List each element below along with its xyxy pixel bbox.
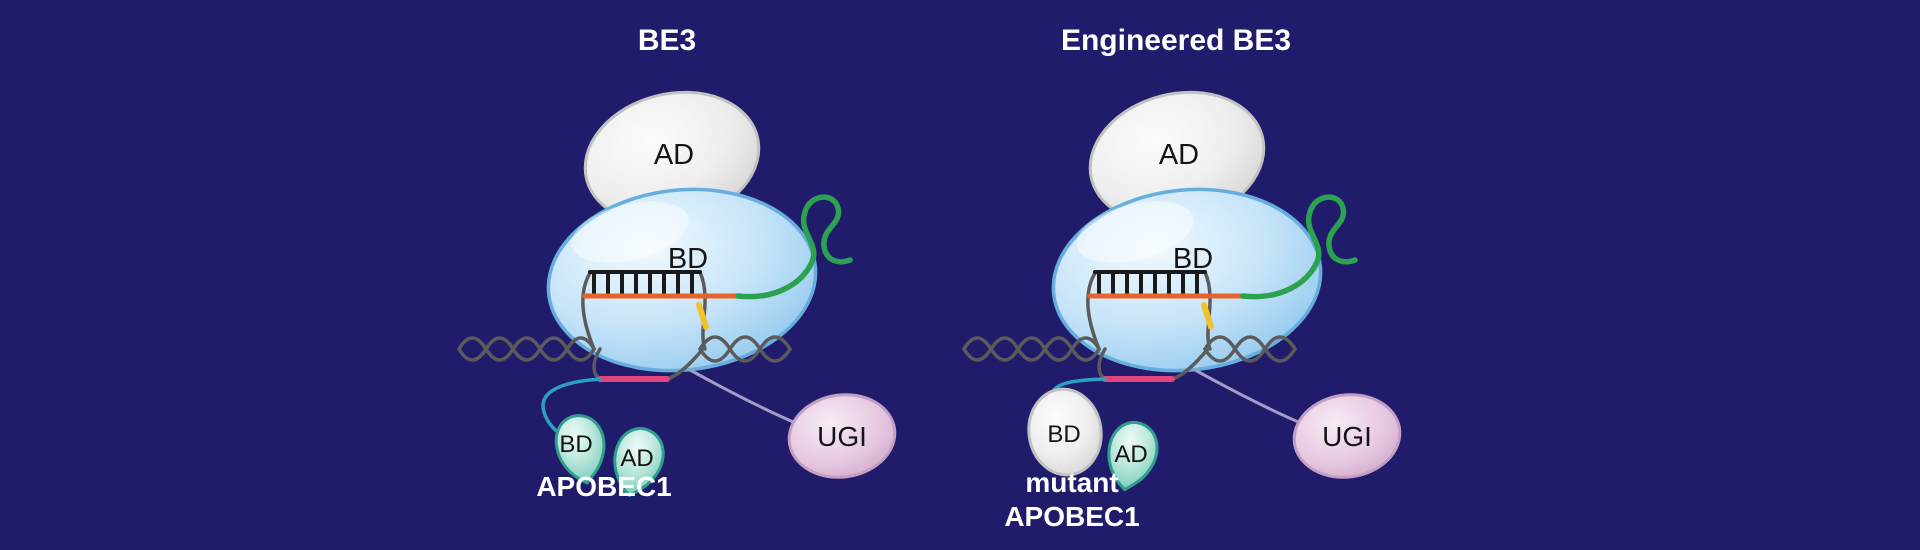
apobec-ad-lobe (1107, 421, 1159, 492)
base-pairing-ticks (1093, 270, 1207, 296)
ugi-body (1292, 393, 1402, 479)
apobec-bd-label: BD (559, 431, 592, 458)
apobec-bd-label: BD (1047, 421, 1080, 448)
apobec-ad-lobe-shape (613, 427, 665, 498)
dna-helix-left-strand-b (962, 336, 1101, 362)
ugi-linker (1193, 368, 1305, 426)
pam-site (696, 302, 709, 330)
sgrna-scaffold (1240, 194, 1358, 300)
sgrna-scaffold (735, 194, 853, 300)
cas9-highlight (571, 201, 689, 263)
target-strand-left (581, 271, 596, 351)
mutant-apobec-bd-lobe (1027, 387, 1103, 477)
panel-title: Engineered BE3 (1061, 24, 1291, 57)
apobec-name-line1: mutant (1025, 467, 1118, 498)
cas9-highlight (1076, 201, 1194, 263)
dna-helix-right-strand-a (698, 335, 792, 363)
cas9-bd-label: BD (668, 243, 708, 275)
pam-site (1201, 302, 1214, 330)
dna-helix-left-strand-b (457, 336, 596, 362)
ugi-label: UGI (817, 421, 867, 452)
ugi-linker (688, 368, 800, 426)
displaced-strand-right (1170, 348, 1209, 381)
apobec-ad-lobe-shape (1107, 421, 1159, 492)
apobec-bd-lobe (554, 414, 606, 485)
cas9-bd-label: BD (1173, 243, 1213, 275)
displaced-strand-right (665, 348, 704, 381)
dna-helix-right-strand-b (1203, 335, 1297, 363)
apobec-bd-lobe-shape (554, 414, 606, 485)
cas9-ad-label: AD (1159, 139, 1199, 171)
dna-helix-right-strand-b (698, 335, 792, 363)
ugi-label: UGI (1322, 421, 1372, 452)
dna-helix-right-strand-a (1203, 335, 1297, 363)
panel-engineered-be3: Engineered BE3 AD BD BD AD mutant APOBEC… (962, 24, 1402, 532)
apobec-name: APOBEC1 (536, 471, 671, 502)
dna-helix-left-strand-a (962, 336, 1101, 362)
apobec-ad-label: AD (620, 445, 653, 472)
cas9-ad-label: AD (654, 139, 694, 171)
panel-title: BE3 (638, 24, 696, 57)
apobec-ad-label: AD (1114, 441, 1147, 468)
base-pairing-ticks (588, 270, 702, 296)
panel-be3: BE3 AD BD BD AD (457, 24, 897, 502)
ugi-body (787, 393, 897, 479)
apobec-name-line2: APOBEC1 (1004, 501, 1139, 532)
target-strand-left (1086, 271, 1101, 351)
dna-helix-left-strand-a (457, 336, 596, 362)
apobec-ad-lobe (613, 427, 665, 498)
